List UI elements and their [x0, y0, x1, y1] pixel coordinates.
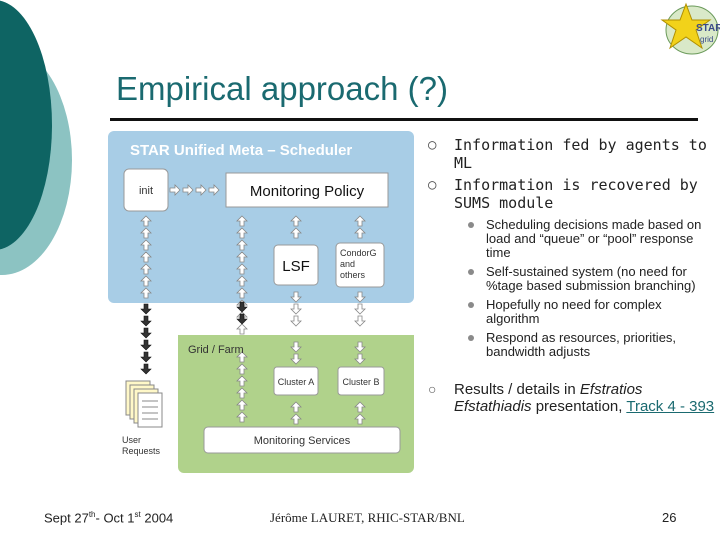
sub-bullet-text: Scheduling decisions made based on load …	[486, 217, 702, 260]
sub-bullet-item: Respond as resources, priorities, bandwi…	[468, 330, 716, 359]
results-prefix: Results / details in	[454, 381, 580, 398]
footer-date-part: 2004	[140, 510, 174, 526]
monitoring-policy-label: Monitoring Policy	[250, 183, 365, 200]
sub-bullet-text: Hopefully no need for complex algorithm	[486, 297, 662, 326]
slide-title: Empirical approach (?)	[116, 70, 448, 107]
svg-text:STAR: STAR	[696, 23, 720, 34]
user-requests-icon	[125, 380, 163, 428]
dot-bullet-icon	[468, 269, 474, 275]
condorg-box	[335, 242, 385, 288]
user-requests-label-2: Requests	[122, 446, 161, 456]
init-label: init	[139, 185, 153, 197]
circle-bullet-icon: ○	[428, 137, 437, 153]
results-mid: presentation,	[531, 398, 627, 415]
bullet-text: Information is recovered by SUMS module	[454, 176, 698, 212]
dot-bullet-icon	[468, 335, 474, 341]
circle-bullet-icon: ○	[428, 177, 437, 193]
cluster-b-label: Cluster B	[342, 377, 379, 387]
bullet-item-results: ○ Results / details in Efstratios Efstat…	[428, 381, 716, 415]
footer-author: Jérôme LAURET, RHIC-STAR/BNL	[270, 510, 465, 525]
dot-bullet-icon	[468, 222, 474, 228]
bullet-item: ○ Information fed by agents to ML	[428, 136, 716, 172]
sub-bullet-item: Hopefully no need for complex algorithm	[468, 297, 716, 326]
monitoring-services-label: Monitoring Services	[254, 435, 351, 447]
decorative-curves	[0, 0, 72, 275]
condorg-label-1: CondorG	[340, 248, 377, 258]
condorg-label-3: others	[340, 270, 366, 280]
sub-bullet-text: Self-sustained system (no need for %tage…	[486, 264, 696, 293]
footer-date: Sept 27th- Oct 1st 2004	[44, 510, 173, 525]
grid-farm-label: Grid / Farm	[188, 344, 244, 356]
monitoring-policy-box	[225, 172, 389, 208]
sub-bullet-item: Scheduling decisions made based on load …	[468, 217, 716, 260]
sub-bullet-list: Scheduling decisions made based on load …	[428, 218, 716, 359]
diagram-header: STAR Unified Meta – Scheduler	[130, 142, 352, 159]
cluster-a-box	[273, 366, 319, 396]
lsf-label: LSF	[282, 258, 310, 275]
footer-date-part: Sept 27	[44, 510, 89, 526]
results-author: Efstratios Efstathiadis	[454, 381, 643, 415]
page-number: 26	[662, 510, 677, 525]
svg-text:grid: grid	[700, 35, 713, 44]
scheduler-diagram: STAR Unified Meta – Scheduler init Monit…	[108, 131, 414, 473]
title-underline	[110, 118, 698, 121]
lsf-box	[273, 244, 319, 286]
bullet-list: ○ Information fed by agents to ML ○ Info…	[428, 136, 716, 419]
circle-bullet-icon: ○	[428, 381, 437, 397]
cluster-b-box	[337, 366, 385, 396]
init-box	[123, 168, 169, 212]
cluster-a-label: Cluster A	[278, 377, 315, 387]
star-grid-logo: STAR grid	[660, 2, 720, 55]
bullet-item: ○ Information is recovered by SUMS modul…	[428, 176, 716, 212]
condorg-label-2: and	[340, 259, 355, 269]
footer-date-part: - Oct 1	[95, 510, 135, 526]
sub-bullet-item: Self-sustained system (no need for %tage…	[468, 264, 716, 293]
user-requests-label-1: User	[122, 435, 141, 445]
sub-bullet-text: Respond as resources, priorities, bandwi…	[486, 330, 677, 359]
dot-bullet-icon	[468, 302, 474, 308]
footer-date-sup: st	[134, 510, 141, 519]
results-track-link[interactable]: Track 4 - 393	[626, 398, 715, 415]
bullet-text: Information fed by agents to ML	[454, 136, 707, 172]
footer-date-sup: th	[88, 510, 96, 519]
monitoring-services-box	[203, 426, 401, 454]
